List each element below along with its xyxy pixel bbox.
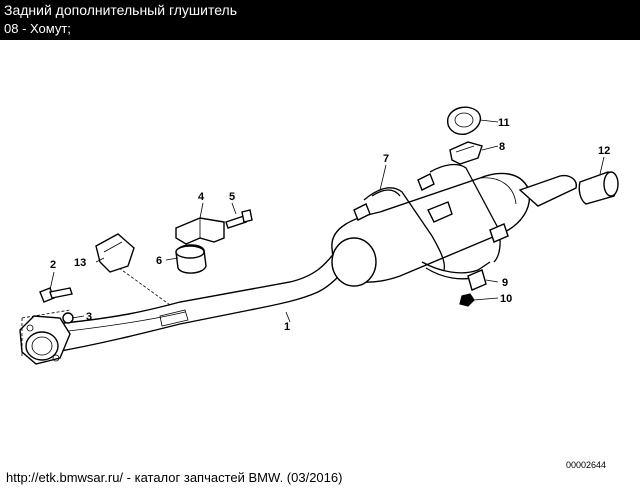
diagram-code: 00002644 (565, 460, 606, 470)
footer-text: http://etk.bmwsar.ru/ - каталог запчасте… (6, 470, 343, 485)
bracket-9 (467, 269, 487, 291)
bolt-5 (225, 209, 253, 229)
part-label-3[interactable]: 3 (86, 311, 92, 323)
part-label-11[interactable]: 11 (498, 117, 510, 129)
nut-3 (62, 312, 74, 324)
part-label-12[interactable]: 12 (598, 145, 610, 157)
nut-10 (459, 293, 475, 307)
part-label-5[interactable]: 5 (229, 191, 235, 203)
part-label-4[interactable]: 4 (198, 191, 205, 203)
part-label-1[interactable]: 1 (284, 321, 290, 333)
bolt-2 (39, 287, 73, 303)
bracket (175, 217, 225, 245)
exhaust-diagram: 1 2 3 4 5 6 7 8 9 10 11 12 13 (19, 106, 619, 365)
part-label-8[interactable]: 8 (499, 141, 505, 153)
header-bar: Задний дополнительный глушитель 08 - Хом… (0, 0, 640, 40)
rear-muffler (331, 172, 577, 287)
part-label-13[interactable]: 13 (74, 257, 86, 269)
holder (95, 233, 135, 273)
part-labels: 1 2 3 4 5 6 7 8 9 10 11 12 13 (50, 117, 610, 333)
clamp (449, 141, 483, 165)
leader-lines (49, 119, 605, 323)
rubber-mount (175, 244, 207, 274)
tailpipe-trim (578, 171, 619, 205)
page-title: Задний дополнительный глушитель (4, 2, 238, 18)
part-label-7[interactable]: 7 (383, 153, 389, 165)
pipe-flange (19, 315, 71, 365)
gasket-ring (447, 106, 482, 135)
page-subtitle: 08 - Хомут; (4, 21, 71, 36)
part-label-9[interactable]: 9 (502, 277, 508, 289)
part-label-6[interactable]: 6 (156, 255, 162, 267)
part-label-10[interactable]: 10 (500, 293, 512, 305)
part-label-2[interactable]: 2 (50, 259, 56, 271)
